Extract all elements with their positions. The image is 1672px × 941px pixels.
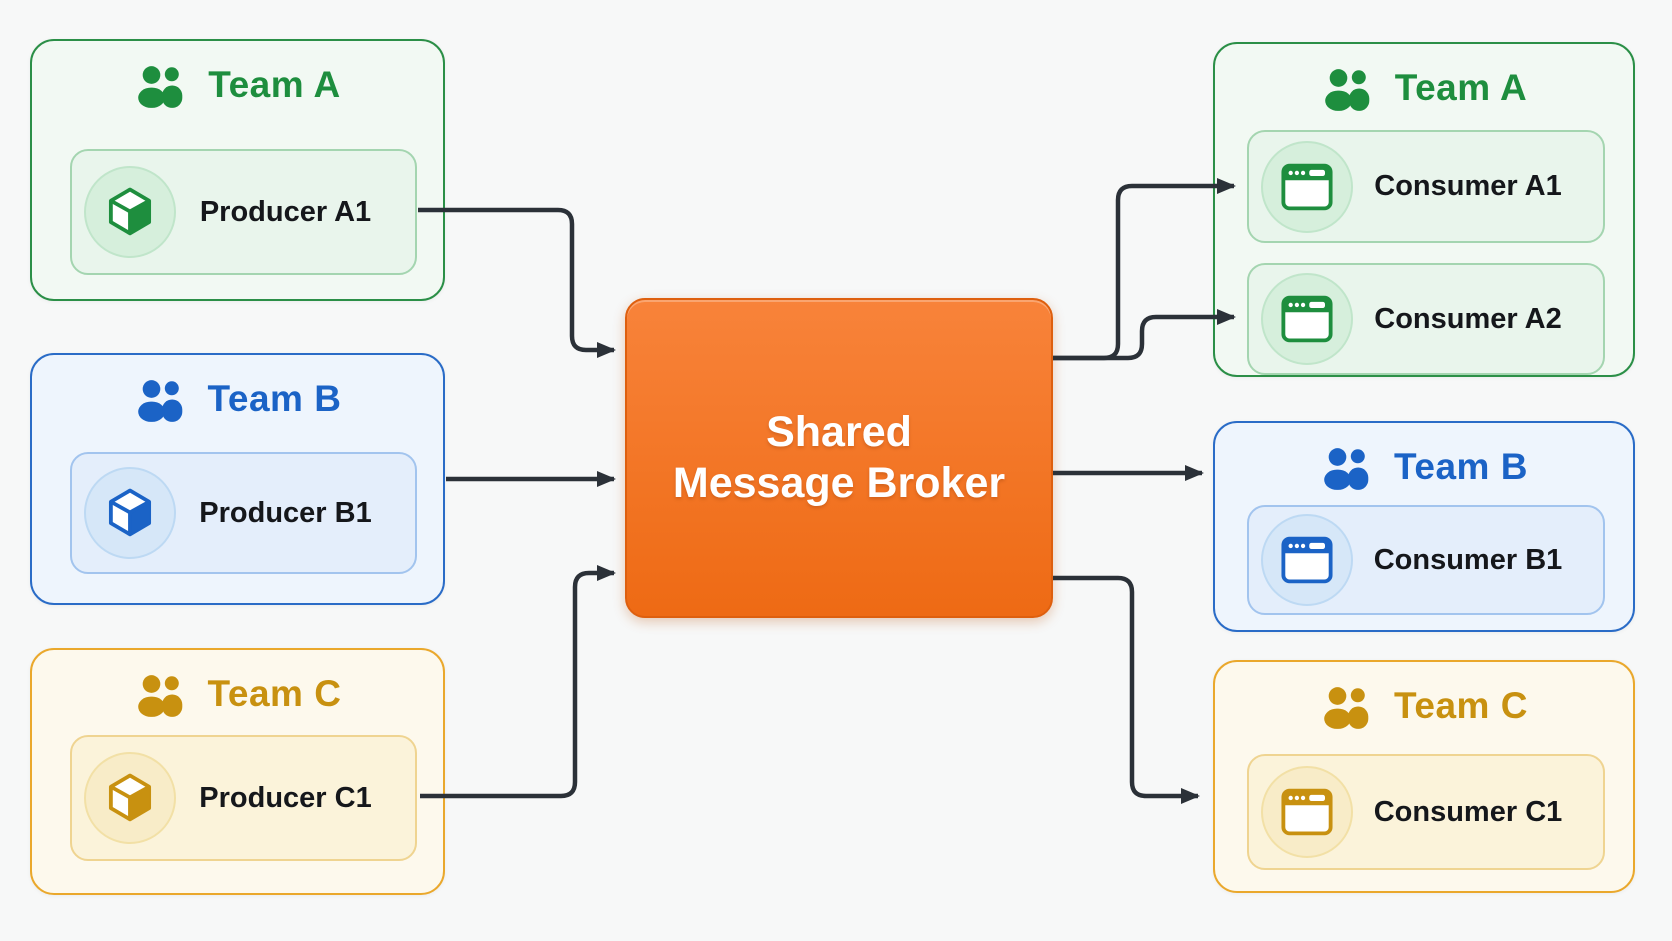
- icon-ring: [1261, 766, 1353, 858]
- people-icon: [138, 65, 183, 108]
- producer-team-a-header: Team A: [32, 59, 443, 111]
- broker-label-line1: Shared: [766, 408, 912, 457]
- people-icon: [137, 674, 182, 717]
- icon-ring: [1261, 514, 1353, 606]
- cube-icon: [108, 187, 152, 236]
- team-title: Team A: [208, 64, 341, 105]
- people-icon: [1324, 447, 1369, 490]
- icon-ring: [1261, 140, 1353, 233]
- team-title: Team C: [207, 673, 342, 714]
- icon-ring: [84, 166, 176, 258]
- producer-team-b-header: Team B: [32, 373, 443, 425]
- broker-label-line2: Message Broker: [672, 459, 1006, 507]
- producer-label: Producer C1: [199, 781, 372, 814]
- consumer-c1-card: Consumer C1: [1247, 754, 1605, 870]
- arrow-broker-to-consumer-a2: [1053, 309, 1236, 361]
- consumer-label: Consumer B1: [1373, 543, 1563, 576]
- consumer-label: Consumer C1: [1373, 795, 1563, 828]
- consumer-team-b-header: Team B: [1215, 441, 1633, 493]
- consumer-a1-card: Consumer A1: [1247, 130, 1605, 243]
- team-title: Team C: [1394, 685, 1528, 726]
- arrow-producer-c1-to-broker: [420, 565, 616, 799]
- browser-window-icon: [1281, 163, 1333, 210]
- browser-window-icon: [1281, 788, 1333, 836]
- consumer-team-a-header: Team A: [1215, 62, 1633, 114]
- producer-a1-card: Producer A1: [70, 149, 417, 275]
- shared-message-broker-node: Shared Message Broker: [625, 298, 1053, 618]
- team-title: Team B: [1394, 446, 1528, 487]
- consumer-team-c-box: Team C Consumer C1: [1213, 660, 1635, 893]
- producer-c1-card: Producer C1: [70, 735, 417, 861]
- producer-team-c-box: Team C Producer C1: [30, 648, 445, 895]
- producer-team-a-box: Team A Producer A1: [30, 39, 445, 301]
- browser-window-icon: [1281, 295, 1333, 343]
- consumer-b1-card: Consumer B1: [1247, 505, 1605, 615]
- producer-label: Producer A1: [199, 195, 372, 228]
- consumer-team-a-box: Team A Consumer A1: [1213, 42, 1635, 377]
- consumer-label: Consumer A1: [1374, 170, 1562, 202]
- producer-label: Producer B1: [199, 496, 372, 529]
- producer-b1-card: Producer B1: [70, 452, 417, 574]
- producer-team-c-header: Team C: [32, 668, 443, 720]
- arrow-producer-a1-to-broker: [418, 207, 616, 358]
- browser-window-icon: [1281, 536, 1333, 584]
- consumer-team-b-box: Team B Consumer B1: [1213, 421, 1635, 632]
- icon-ring: [84, 467, 176, 559]
- people-icon: [137, 379, 182, 422]
- consumer-label: Consumer A2: [1374, 302, 1562, 335]
- icon-ring: [1261, 273, 1353, 365]
- producer-team-b-box: Team B Producer B1: [30, 353, 445, 605]
- arrow-broker-to-consumer-a1: [1053, 178, 1236, 361]
- people-icon: [1324, 686, 1369, 729]
- consumer-a2-card: Consumer A2: [1247, 263, 1605, 375]
- cube-icon: [108, 488, 152, 537]
- consumer-team-c-header: Team C: [1215, 680, 1633, 732]
- arrow-broker-to-team-c-consumers: [1053, 575, 1200, 804]
- team-title: Team B: [207, 378, 342, 419]
- icon-ring: [84, 752, 176, 844]
- team-title: Team A: [1394, 67, 1528, 108]
- people-icon: [1324, 68, 1370, 111]
- cube-icon: [108, 773, 152, 822]
